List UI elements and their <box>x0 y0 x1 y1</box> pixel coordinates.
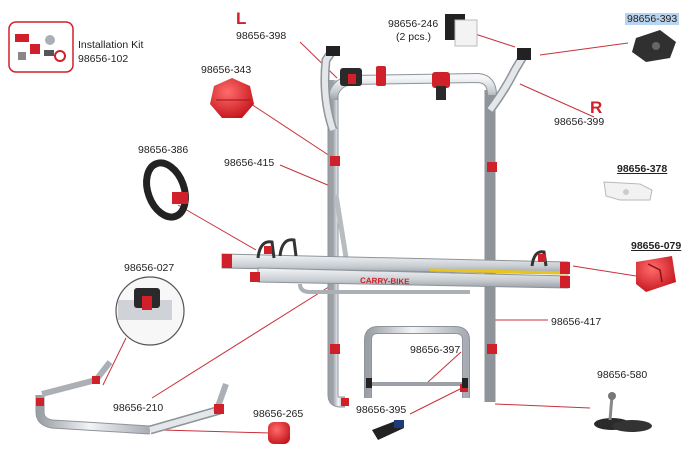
installation-kit-label: Installation Kit 98656-102 <box>78 38 143 66</box>
label-98656-210: 98656-210 <box>113 402 164 414</box>
installation-kit-thumbnail <box>8 21 74 73</box>
part-393-black-bracket <box>632 30 676 62</box>
part-246-strap-pads <box>445 14 478 47</box>
leader-lines <box>102 29 637 434</box>
part-210-wheel-tray <box>35 360 229 435</box>
label-98656-399: 98656-399 <box>554 116 605 128</box>
label-98656-386: 98656-386 <box>138 144 189 156</box>
label-98656-580: 98656-580 <box>597 369 648 381</box>
bike-rails <box>221 238 570 294</box>
label-98656-398: 98656-398 <box>236 30 287 42</box>
label-98656-415: 98656-415 <box>224 157 275 169</box>
rail-brand-text: CARRY-BIKE <box>360 276 410 286</box>
part-580-foot <box>594 392 652 432</box>
label-98656-027: 98656-027 <box>124 262 175 274</box>
part-343-red-cap <box>210 78 254 118</box>
label-98656-395: 98656-395 <box>356 404 407 416</box>
installation-kit-part: 98656-102 <box>78 53 129 65</box>
label-98656-393: 98656-393 <box>625 13 680 25</box>
label-98656-397: 98656-397 <box>410 344 461 356</box>
label-98656-265: 98656-265 <box>253 408 304 420</box>
label-98656-246: 98656-246 <box>388 18 439 30</box>
part-027-zoom-circle <box>115 276 185 346</box>
label-98656-079: 98656-079 <box>631 240 682 252</box>
label-98656-246-qty: (2 pcs.) <box>396 31 432 43</box>
part-265-red-plug <box>268 422 290 444</box>
part-378-white-clip <box>603 181 653 201</box>
installation-kit-title: Installation Kit <box>78 39 144 51</box>
label-98656-378: 98656-378 <box>617 163 668 175</box>
upper-clamps <box>326 46 531 100</box>
right-side-marker: R <box>590 98 603 117</box>
label-98656-417: 98656-417 <box>551 316 602 328</box>
part-386-strap <box>143 159 189 221</box>
left-side-marker: L <box>236 9 247 28</box>
label-98656-343: 98656-343 <box>201 64 252 76</box>
part-395-black-clamp <box>372 420 404 440</box>
part-079-red-end-cap <box>636 256 676 292</box>
